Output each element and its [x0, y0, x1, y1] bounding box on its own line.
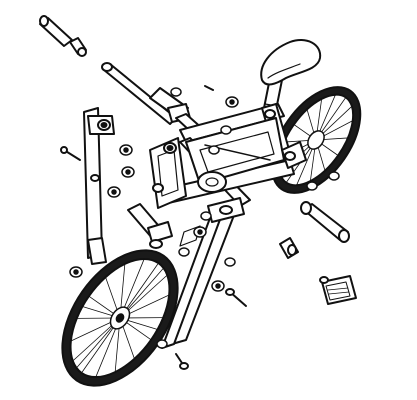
- grip: [300, 201, 350, 243]
- crank: [127, 203, 173, 249]
- nuts: [69, 87, 340, 349]
- bolt: [60, 146, 81, 161]
- left-stay: [83, 107, 115, 265]
- pins: [39, 15, 299, 259]
- frame: [149, 103, 307, 209]
- pedal: [319, 275, 357, 305]
- front-wheel: [61, 249, 179, 387]
- bolts-and-nuts: [60, 85, 340, 370]
- bolt: [175, 353, 189, 370]
- saddle: [260, 39, 322, 86]
- bolt: [204, 85, 214, 91]
- bolt: [225, 288, 247, 307]
